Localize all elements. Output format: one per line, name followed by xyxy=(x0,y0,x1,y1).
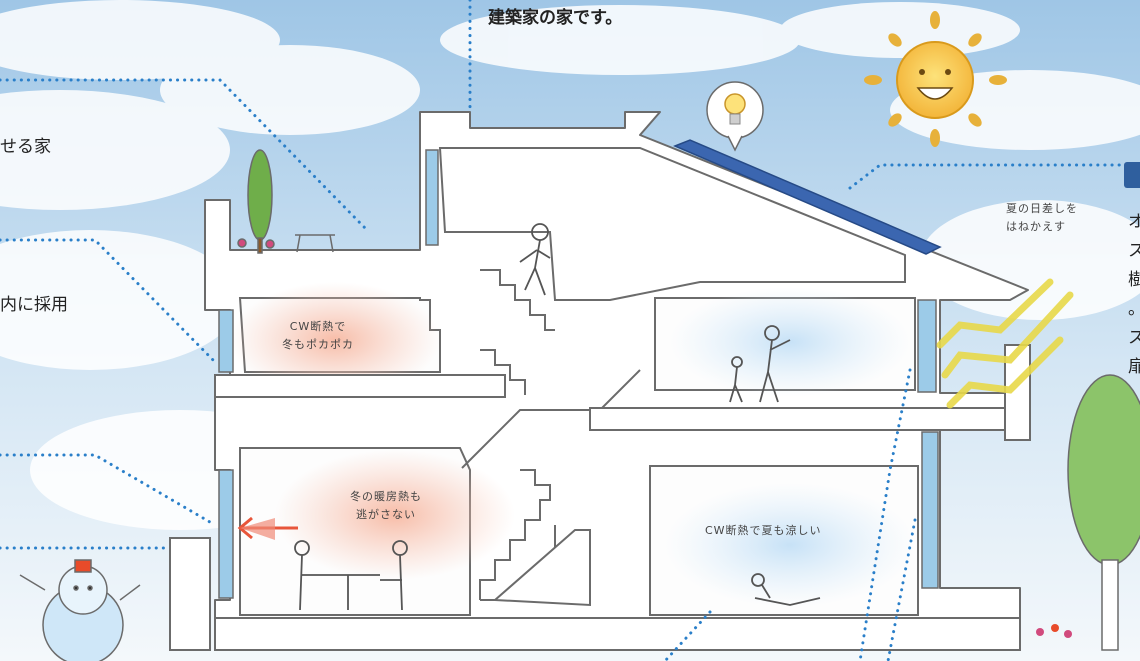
garden-wall xyxy=(169,537,211,651)
winter-heat-line-2: 逃がさない xyxy=(356,508,416,521)
right-char-4: 。 xyxy=(1128,295,1140,324)
tree-icon xyxy=(1067,374,1140,651)
right-char-3: 樹 xyxy=(1128,270,1140,290)
sun-ray-arrows xyxy=(936,278,1074,409)
winter-heat-line-1: 冬の暖房熱も xyxy=(350,490,422,503)
summer-sun-line-2: はねかえす xyxy=(1006,220,1066,233)
summer-sun-line-1: 夏の日差しを xyxy=(1006,202,1078,215)
warm-zone-lower xyxy=(275,450,515,580)
base-slab xyxy=(214,617,1021,651)
header-caption: 建築家の家です。 xyxy=(488,8,623,28)
right-char-2: ス xyxy=(1128,241,1140,261)
callout-left-2: 内に採用 xyxy=(0,295,68,315)
floor-slab-right xyxy=(589,407,1026,431)
snowman-icon xyxy=(19,559,141,661)
callout-left-1: せる家 xyxy=(0,137,51,157)
solar-panel-icon xyxy=(673,139,942,255)
cool-zone-lower xyxy=(665,483,915,607)
flowers xyxy=(1036,624,1072,638)
cw-summer-note: CW断熱で夏も涼しい xyxy=(705,524,822,537)
warm-zone-upper xyxy=(230,282,440,398)
right-char-1: オ xyxy=(1128,212,1140,232)
windows xyxy=(218,149,939,599)
summer-sun-note: 夏の日差しを はねかえす xyxy=(1006,200,1078,236)
right-char-6: 扉 xyxy=(1128,357,1140,377)
sun-icon xyxy=(864,11,1007,147)
cw-winter-note: CW断熱で 冬もポカポカ xyxy=(282,318,354,354)
floor-slab-left xyxy=(214,374,506,398)
right-char-5: ス xyxy=(1128,328,1140,348)
cool-zone-upper xyxy=(670,287,910,397)
lightbulb-icon xyxy=(706,81,764,152)
cw-winter-line-1: CW断熱で xyxy=(289,320,347,333)
right-column-text: オ ス 樹 。 ス 扉 xyxy=(1128,208,1140,382)
person-icon xyxy=(294,223,821,611)
cw-winter-line-2: 冬もポカポカ xyxy=(282,338,354,351)
side-tab[interactable] xyxy=(1124,162,1140,188)
roof-garden xyxy=(237,149,335,254)
winter-heat-note: 冬の暖房熱も 逃がさない xyxy=(350,488,422,524)
